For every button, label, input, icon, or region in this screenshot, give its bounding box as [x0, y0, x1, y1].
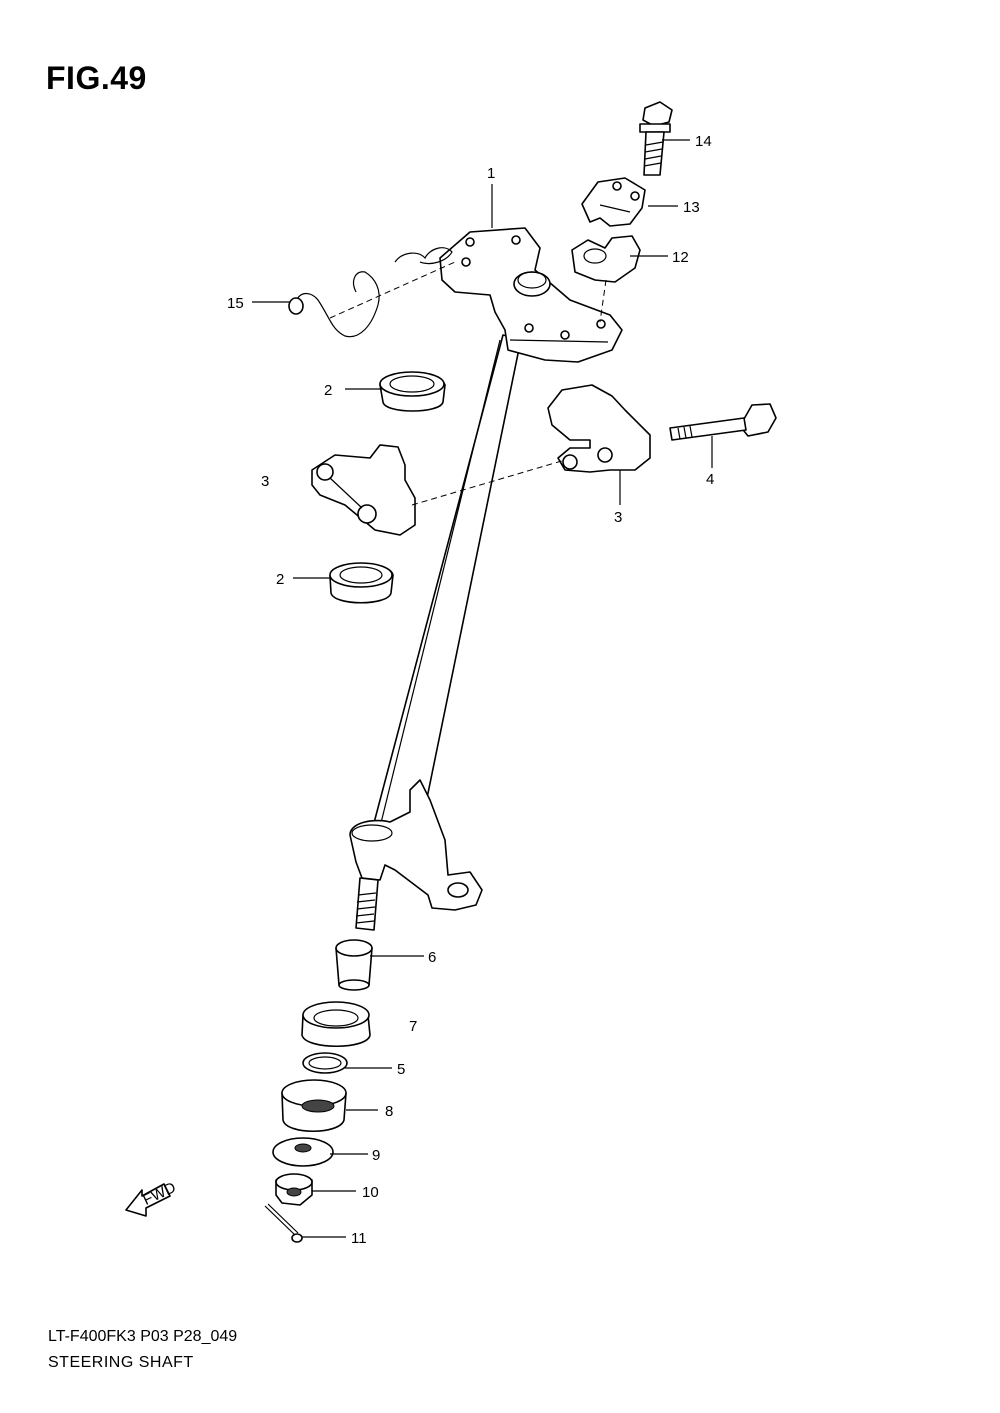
part-8-bearing-seal: [281, 1079, 347, 1133]
callout-12: 12: [672, 249, 689, 266]
callout-2-upper: 2: [324, 382, 332, 399]
part-11-cotter-pin: [264, 1203, 303, 1243]
fwd-label: FWD: [140, 1179, 178, 1209]
callout-8: 8: [385, 1103, 393, 1120]
part-6-collar: [335, 939, 373, 991]
callout-4: 4: [706, 471, 714, 488]
part-13-upper-handlebar-holder: [581, 177, 646, 227]
callout-10: 10: [362, 1184, 379, 1201]
callout-15: 15: [227, 295, 244, 312]
part-9-washer: [272, 1137, 334, 1167]
part-15-clip: [288, 247, 456, 338]
part-14-bolt: [639, 101, 673, 176]
part-10-nut: [275, 1173, 313, 1206]
shaft-lower-bracket: [349, 779, 483, 931]
callout-11: 11: [351, 1230, 367, 1247]
diagram-name: STEERING SHAFT: [48, 1354, 194, 1371]
callout-3-left: 3: [261, 473, 269, 490]
callout-5: 5: [397, 1061, 405, 1078]
diagram-code: LT-F400FK3 P03 P28_049: [48, 1328, 238, 1345]
figure-title: FIG.49: [46, 60, 147, 96]
forward-direction-arrow: FWD: [125, 1179, 179, 1217]
callout-6: 6: [428, 949, 436, 966]
callout-3-right: 3: [614, 509, 622, 526]
holder-alignment-line: [411, 459, 566, 506]
holder-mount-line: [599, 279, 607, 323]
part-3-right-holder: [547, 384, 651, 473]
callout-1: 1: [487, 165, 495, 182]
callout-7: 7: [409, 1018, 417, 1035]
callout-9: 9: [372, 1147, 380, 1164]
part-1-upper-holder: [439, 227, 623, 363]
part-3-left-holder: [311, 444, 416, 536]
part-2-upper-bushing: [379, 371, 446, 412]
part-5-o-ring: [302, 1052, 348, 1074]
part-4-bolt: [669, 403, 777, 441]
callout-14: 14: [695, 133, 712, 150]
steering-shaft-tube: [369, 334, 522, 843]
part-2-lower-bushing: [329, 562, 394, 604]
part-12-lower-handlebar-holder: [571, 235, 641, 283]
callout-13: 13: [683, 199, 700, 216]
leader-lines: [252, 139, 713, 1238]
part-7-bearing: [301, 1001, 371, 1048]
callout-2-lower: 2: [276, 571, 284, 588]
